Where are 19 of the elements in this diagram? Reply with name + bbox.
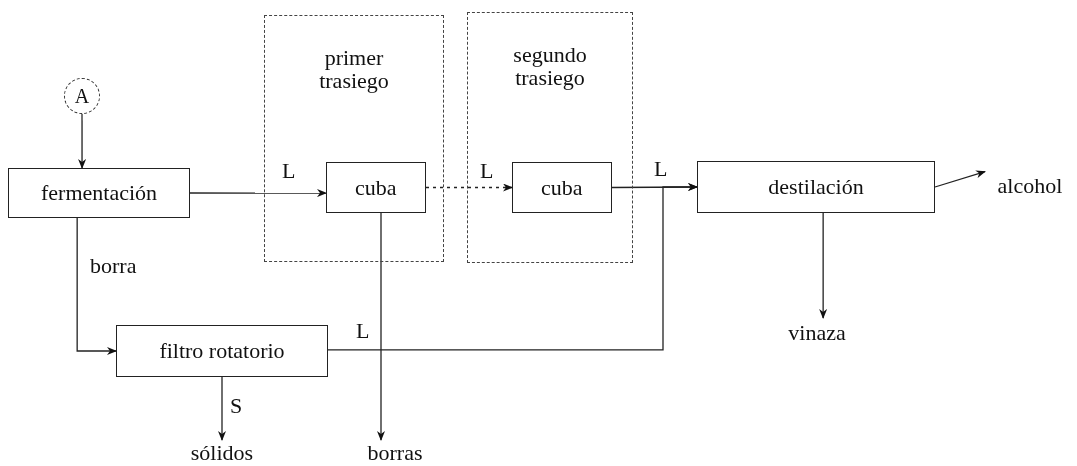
arrow xyxy=(76,217,117,355)
process-box: destilación xyxy=(697,161,935,213)
arrow xyxy=(327,183,698,351)
arrow xyxy=(377,212,385,441)
arrow xyxy=(218,376,226,441)
process-box: cuba xyxy=(325,161,426,213)
circle-node: A xyxy=(64,78,100,114)
arrow xyxy=(934,170,986,188)
process-box: cuba xyxy=(511,161,612,213)
arrow xyxy=(425,183,513,192)
output-label: sólidos xyxy=(170,440,274,466)
output-label: alcohol xyxy=(985,170,1075,202)
output-label: borras xyxy=(345,440,445,466)
arrow xyxy=(189,189,327,198)
process-box: fermentación xyxy=(8,168,190,218)
output-label: vinaza xyxy=(772,318,862,348)
process-box: filtro rotatorio xyxy=(116,325,328,377)
arrow xyxy=(78,113,87,169)
arrow xyxy=(819,212,828,319)
